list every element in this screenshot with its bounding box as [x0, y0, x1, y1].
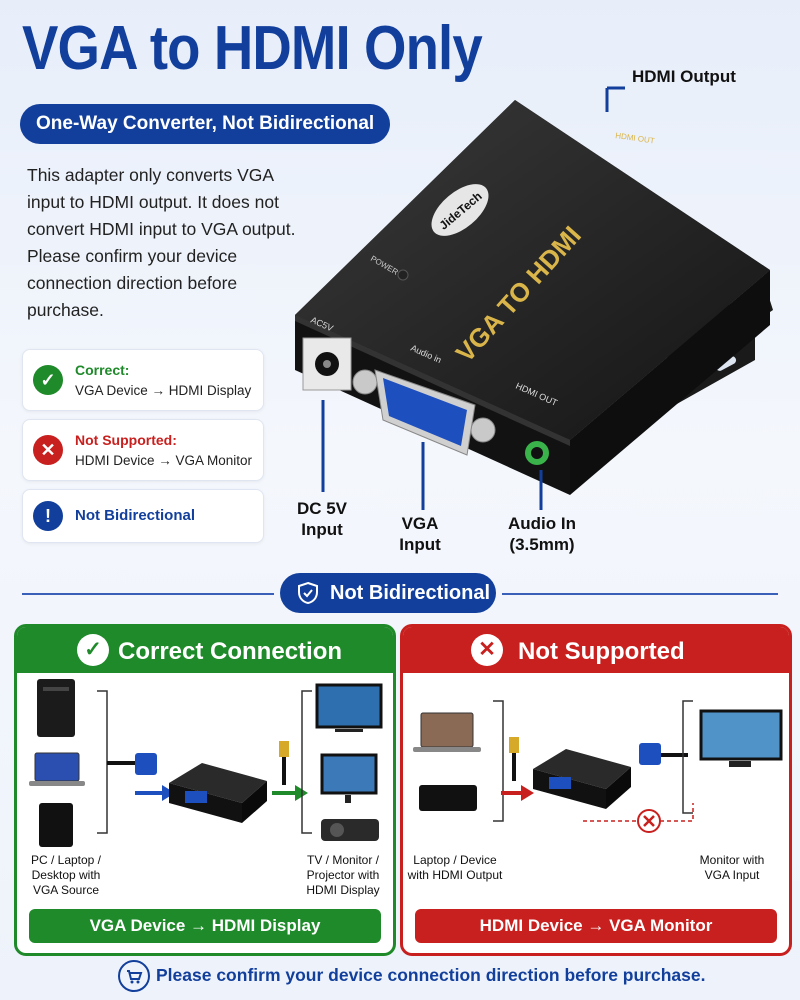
vga-input-callout: VGA Input: [399, 514, 441, 554]
description-text: This adapter only converts VGA input to …: [27, 165, 296, 320]
correct-card-title: Correct:: [75, 362, 130, 378]
correct-display-caption: TV / Monitor / Projector with HDMI Displ…: [306, 853, 380, 897]
top-port-label: HDMI OUT: [615, 131, 656, 145]
dc-input-callout: DC 5V Input: [296, 499, 348, 539]
hdmi-device-box: [419, 785, 477, 811]
unsupported-panel-footer: HDMI Device → VGA Monitor: [415, 909, 777, 943]
correct-card: ✓ Correct: VGA Device → HDMI Display: [22, 349, 264, 411]
not-bidirectional-card-title: Not Bidirectional: [75, 507, 196, 524]
shield-check-icon: [298, 581, 318, 605]
page-title: VGA to HDMI Only: [22, 14, 483, 83]
banner-label: Not Bidirectional: [330, 582, 491, 604]
not-supported-card: ✕ Not Supported: HDMI Device → VGA Monit…: [22, 419, 264, 481]
unsupported-display-caption: Monitor with VGA Input: [699, 853, 765, 882]
correct-source-caption: PC / Laptop / Desktop with VGA Source: [30, 853, 102, 897]
not-supported-panel-header: ✕ Not Supported: [403, 627, 789, 673]
footer-note-text: Please confirm your device connection di…: [156, 965, 706, 985]
not-supported-panel-title: Not Supported: [518, 638, 685, 665]
correct-panel-header: ✓ Correct Connection: [17, 627, 393, 673]
hdmi-output-callout: HDMI Output: [632, 67, 736, 86]
divider-line-right: [502, 593, 778, 595]
not-bidirectional-card: ! Not Bidirectional: [22, 489, 264, 543]
exclamation-icon: !: [33, 501, 63, 531]
correct-panel-footer: VGA Device → HDMI Display: [29, 909, 381, 943]
not-bidirectional-banner: Not Bidirectional: [280, 573, 496, 613]
check-icon: ✓: [33, 365, 63, 395]
x-circle-icon: ✕: [471, 634, 503, 666]
desktop-console: [39, 803, 73, 847]
correct-card-detail: VGA Device → HDMI Display: [75, 383, 252, 398]
converter-illustration: JideTech VGA TO HDMI HDMI OUT POWER AC5V…: [295, 86, 773, 510]
not-supported-diagram: [413, 700, 783, 833]
not-supported-panel: ✕ Not Supported: [400, 624, 792, 956]
converter-device: JideTech VGA TO HDMI HDMI OUT POWER AC5V…: [285, 60, 795, 560]
correct-connection-diagram: [29, 679, 383, 847]
vga-port: [352, 369, 496, 456]
not-supported-card-title: Not Supported:: [75, 432, 177, 448]
subtitle-badge: One-Way Converter, Not Bidirectional: [20, 104, 391, 144]
vga-monitor: [699, 709, 783, 761]
hdmi-laptop: [420, 712, 474, 748]
not-supported-card-detail: HDMI Device → VGA Monitor: [75, 453, 253, 468]
cart-icon: [118, 960, 150, 992]
correct-connection-panel: ✓ Correct Connection: [14, 624, 396, 956]
pc-tower: [37, 679, 75, 737]
unsupported-source-caption: Laptop / Device with HDMI Output: [407, 853, 503, 882]
tv: [315, 683, 383, 729]
correct-panel-title: Correct Connection: [118, 638, 343, 665]
check-circle-icon: ✓: [77, 634, 109, 666]
divider-line-left: [22, 593, 274, 595]
monitor: [320, 753, 378, 795]
projector: [321, 819, 379, 841]
x-icon: ✕: [33, 435, 63, 465]
audio-in-callout: Audio In (3.5mm): [508, 514, 576, 554]
laptop: [34, 752, 80, 782]
